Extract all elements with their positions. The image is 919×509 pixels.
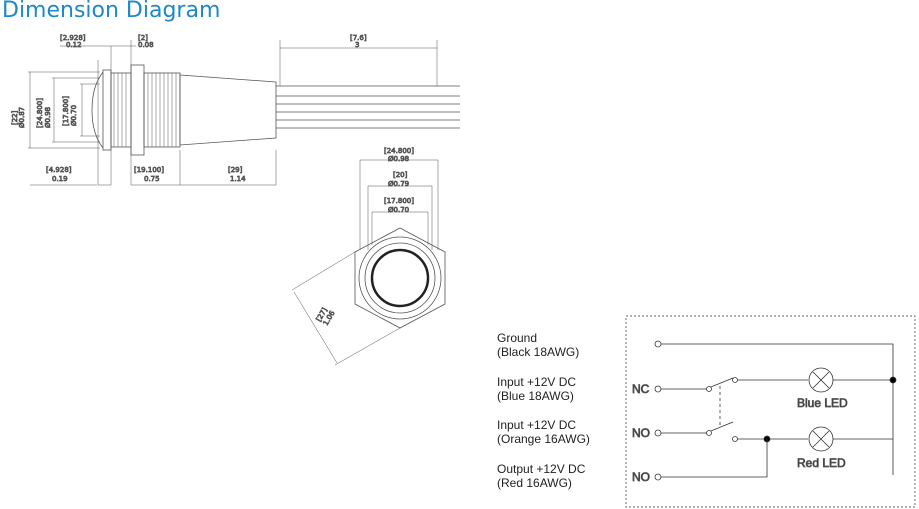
wire-label-orange: Input +12V DC(Orange 16AWG) [497, 418, 590, 446]
dim-label: [24.800] [36, 98, 44, 128]
terminal-label: NO [632, 426, 650, 440]
led-label: Blue LED [797, 396, 848, 410]
dim-label: [17.800] [384, 197, 414, 205]
dim-label: 1.14 [230, 175, 246, 183]
front-view [291, 159, 446, 366]
wire-spec: (Blue 18AWG) [497, 389, 574, 403]
dim-label: Ø0.70 [70, 105, 78, 126]
wire-name: Input +12V DC [497, 418, 577, 432]
dim-label: [24.800] [384, 147, 414, 155]
wire-label-red: Output +12V DC(Red 16AWG) [497, 462, 585, 490]
wire-spec: (Orange 16AWG) [497, 432, 590, 446]
dim-label: 0.19 [52, 175, 68, 183]
dim-label: 0.12 [66, 41, 82, 49]
dim-label: [7.6] [350, 34, 367, 42]
dim-label: [22] [11, 110, 19, 125]
dim-label: 0.08 [138, 41, 154, 49]
wire-spec: (Red 16AWG) [497, 476, 572, 490]
dim-label: Ø0.87 [18, 107, 26, 128]
wire-spec: (Black 18AWG) [497, 345, 580, 359]
dim-label: 0.75 [144, 175, 160, 183]
terminal-label: NC [632, 382, 650, 396]
dim-label: Ø0.70 [388, 206, 409, 214]
dim-label: Ø0.98 [44, 107, 52, 128]
wire-name: Output +12V DC [497, 462, 586, 476]
wire-label-blue: Input +12V DC(Blue 18AWG) [497, 375, 576, 403]
dim-label: [2.928] [60, 34, 86, 42]
dim-label: [4.928] [46, 166, 72, 174]
dim-label: [19.100] [134, 166, 164, 174]
dim-label: 3 [355, 41, 359, 49]
wire-name: Input +12V DC [497, 375, 577, 389]
dim-label: [17.800] [62, 96, 70, 126]
dim-label: [29] [228, 166, 243, 174]
wiring-diagram [625, 315, 916, 508]
page-title: Dimension Diagram [2, 0, 221, 23]
dim-label: [20] [393, 171, 408, 179]
side-view [28, 40, 460, 186]
dim-label: [2] [138, 34, 148, 42]
dim-label: Ø0.98 [388, 155, 409, 163]
led-label: Red LED [797, 456, 846, 470]
wire-label-ground: Ground(Black 18AWG) [497, 331, 579, 359]
terminal-label: NO [632, 470, 650, 484]
dim-label: Ø0.79 [388, 180, 409, 188]
wire-name: Ground [497, 331, 538, 345]
